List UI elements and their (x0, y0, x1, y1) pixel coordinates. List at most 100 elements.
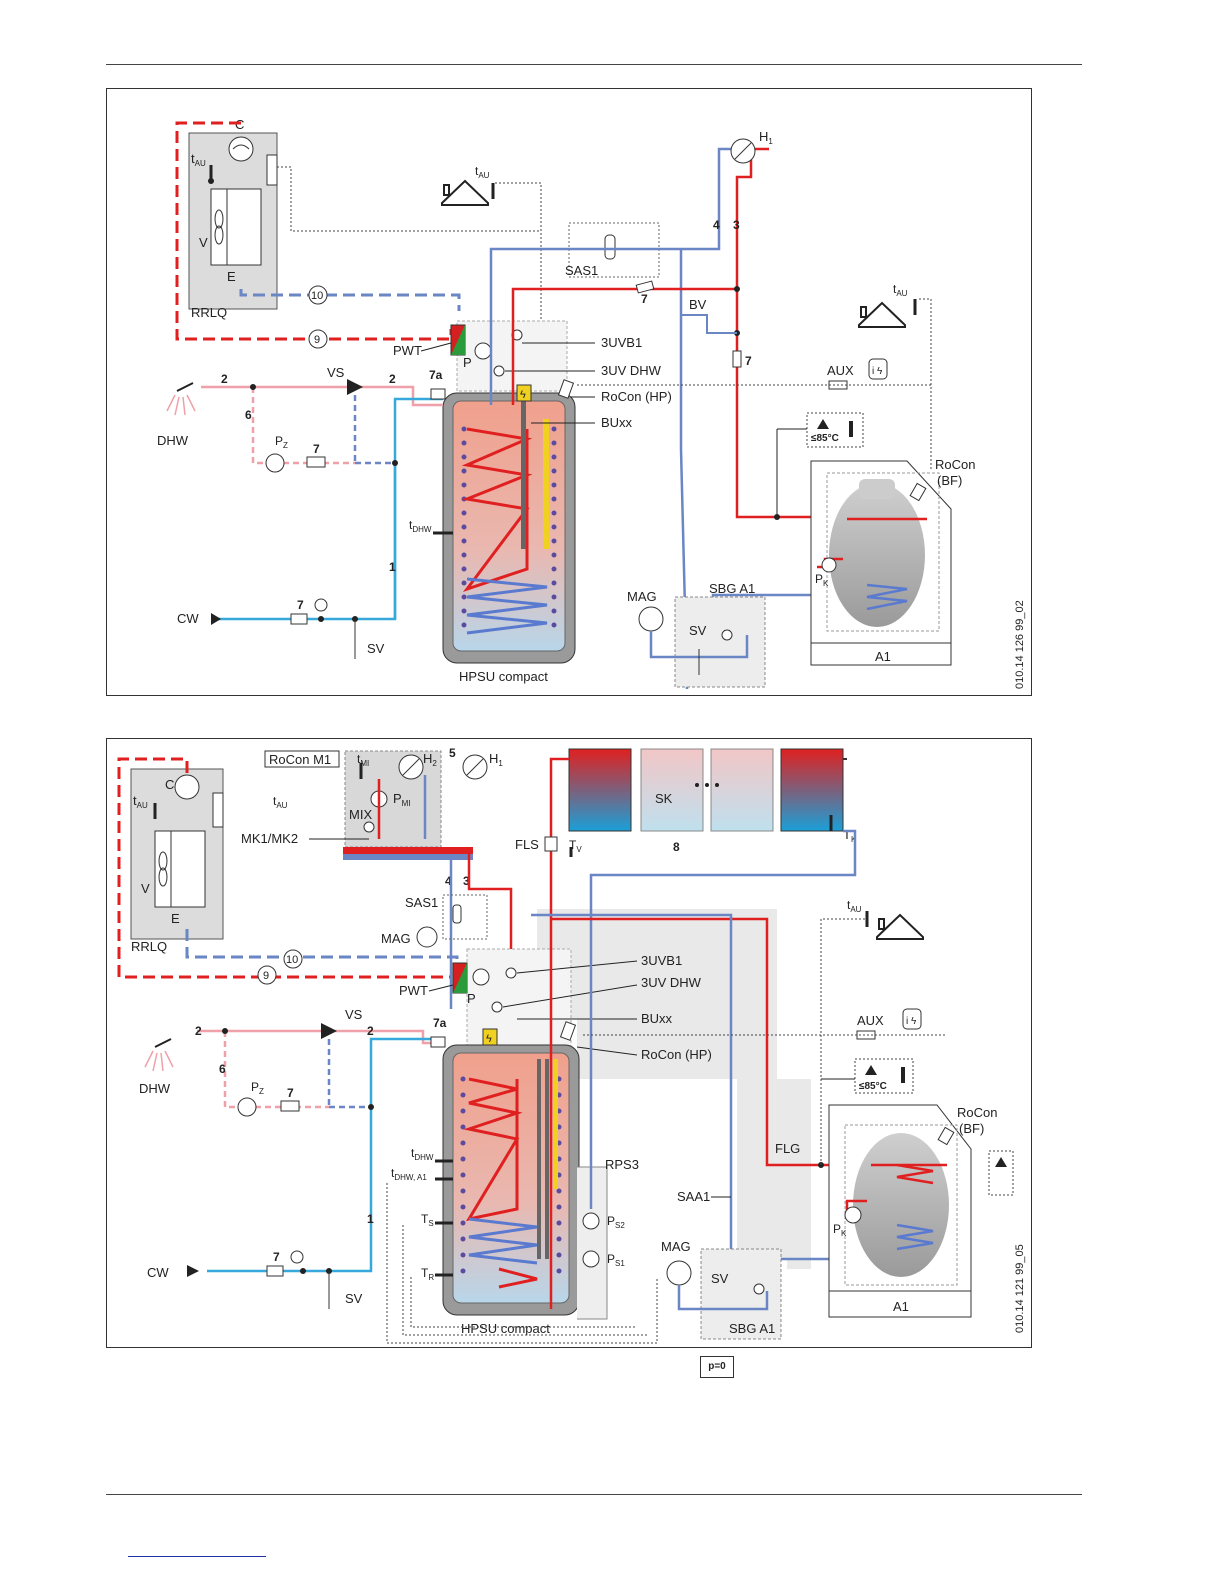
label-rrlq: RRLQ (191, 305, 227, 320)
label-vs: VS (345, 1007, 363, 1022)
mixing-valve-vs-icon (321, 1023, 337, 1039)
shower-icon (144, 1038, 174, 1072)
svg-text:H2: H2 (423, 751, 437, 768)
solar-collector-3 (710, 748, 774, 832)
marker-9: 9 (263, 970, 269, 982)
sbg-a1-box (674, 596, 766, 688)
label-a1: A1 (893, 1299, 909, 1314)
dhw-pipe-pink (197, 1029, 443, 1045)
marker-10: 10 (311, 290, 323, 302)
doc-id-2: 010.14 121 99_05 (1014, 1244, 1026, 1333)
label-sbg-a1: SBG A1 (709, 581, 755, 596)
rocon-m1-box (264, 750, 340, 768)
label-sv: SV (345, 1291, 363, 1306)
marker-1: 1 (389, 560, 396, 574)
refrigerant-liquid-line (239, 289, 461, 311)
manifold-blue (343, 854, 473, 860)
label-3uvb1: 3UVB1 (641, 953, 682, 968)
marker-6: 6 (245, 408, 252, 422)
label-e: E (171, 911, 180, 926)
label-sbg-a1: SBG A1 (729, 1321, 775, 1336)
svg-text:PZ: PZ (251, 1080, 264, 1096)
marker-2a: 2 (221, 372, 228, 386)
label-mk1-mk2: MK1/MK2 (241, 831, 298, 846)
doc-id-1: 010.14 126 99_02 (1014, 600, 1026, 689)
label-mag: MAG (627, 589, 657, 604)
flow-pipe-red (511, 287, 737, 405)
tank-blue-coil (468, 1217, 538, 1265)
svg-text:ϟ: ϟ (486, 1033, 492, 1045)
house-icon-2 (858, 301, 906, 328)
label-c: C (165, 777, 174, 792)
footer-link-underline (128, 1556, 266, 1557)
label-saa1: SAA1 (677, 1189, 710, 1204)
refrigerant-liquid-line (185, 929, 459, 971)
label-mix: MIX (349, 807, 372, 822)
manifold-red (343, 847, 473, 854)
svg-text:PK: PK (833, 1222, 847, 1238)
warning-icon (865, 1065, 877, 1075)
label-mag: MAG (381, 931, 411, 946)
warning-icon (817, 419, 829, 429)
label-sv-2: SV (711, 1271, 729, 1286)
marker-7d: 7 (297, 598, 304, 612)
marker-2b: 2 (367, 1024, 374, 1038)
expansion-vessel-icon-2 (666, 1260, 692, 1286)
info-power-icon (902, 1008, 922, 1030)
marker-9: 9 (314, 334, 320, 346)
marker-1: 1 (367, 1212, 374, 1226)
label-sas1: SAS1 (565, 263, 598, 278)
marker-6: 6 (219, 1062, 226, 1076)
refrigerant-gas-line (175, 121, 453, 341)
label-rocon-bf-2: (BF) (959, 1121, 984, 1136)
label-buxx: BUxx (641, 1011, 673, 1026)
svg-text:tAU: tAU (475, 164, 490, 180)
svg-text:tDHW: tDHW (409, 518, 432, 534)
marker-7a: 7a (433, 1016, 447, 1030)
svg-text:ϟ: ϟ (520, 389, 526, 401)
solar-collector-1 (568, 748, 632, 832)
label-3uvb1: 3UVB1 (601, 335, 642, 350)
solar-return-blue (589, 829, 857, 1209)
marker-3: 3 (733, 218, 740, 232)
mixing-valve-vs-icon (347, 379, 363, 395)
cold-water-pipe (217, 397, 443, 621)
label-bv: BV (689, 297, 707, 312)
label-hpsu: HPSU compact (461, 1321, 550, 1336)
label-v: V (141, 881, 150, 896)
label-p: P (467, 991, 476, 1006)
expansion-vessel-icon (638, 606, 664, 632)
marker-7c: 7 (287, 1086, 294, 1100)
svg-text:i ϟ: i ϟ (906, 1016, 917, 1027)
marker-5: 5 (449, 746, 456, 760)
svg-text:PMI: PMI (393, 791, 411, 808)
marker-4: 4 (445, 874, 452, 888)
shower-icon (166, 382, 196, 416)
label-rocon-bf: RoCon (935, 457, 975, 472)
label-v: V (199, 235, 208, 250)
diagram-2: C tAU V E RRLQ 10 9 RoCon M1 tMI H2 5 H1… (117, 746, 1026, 1344)
label-sk: SK (655, 791, 673, 806)
marker-7b: 7 (745, 354, 752, 368)
svg-text:TS: TS (421, 1212, 434, 1228)
tank-red-coil (463, 1077, 523, 1222)
label-aux: AUX (857, 1013, 884, 1028)
footer-rule (106, 1494, 1082, 1495)
marker-7a-2: 7a (429, 368, 443, 382)
overtemp-warning (806, 412, 864, 448)
return-pipe-blue (489, 147, 731, 405)
svg-text:PK: PK (815, 572, 829, 588)
tank-red-coil (461, 427, 533, 592)
svg-text:PZ: PZ (275, 434, 288, 450)
svg-text:tDHW, A1: tDHW, A1 (391, 1166, 427, 1182)
label-dhw: DHW (139, 1081, 171, 1096)
fan-icon (158, 851, 168, 887)
label-flg: FLG (775, 1141, 800, 1156)
solar-collector-4 (780, 748, 844, 832)
fan-icon (214, 209, 224, 245)
label-buxx: BUxx (601, 415, 633, 430)
svg-text:tMI: tMI (357, 752, 369, 768)
return-pipe-blue (531, 913, 857, 1261)
label-rocon-hp: RoCon (HP) (601, 389, 672, 404)
compressor-icon (174, 774, 200, 800)
